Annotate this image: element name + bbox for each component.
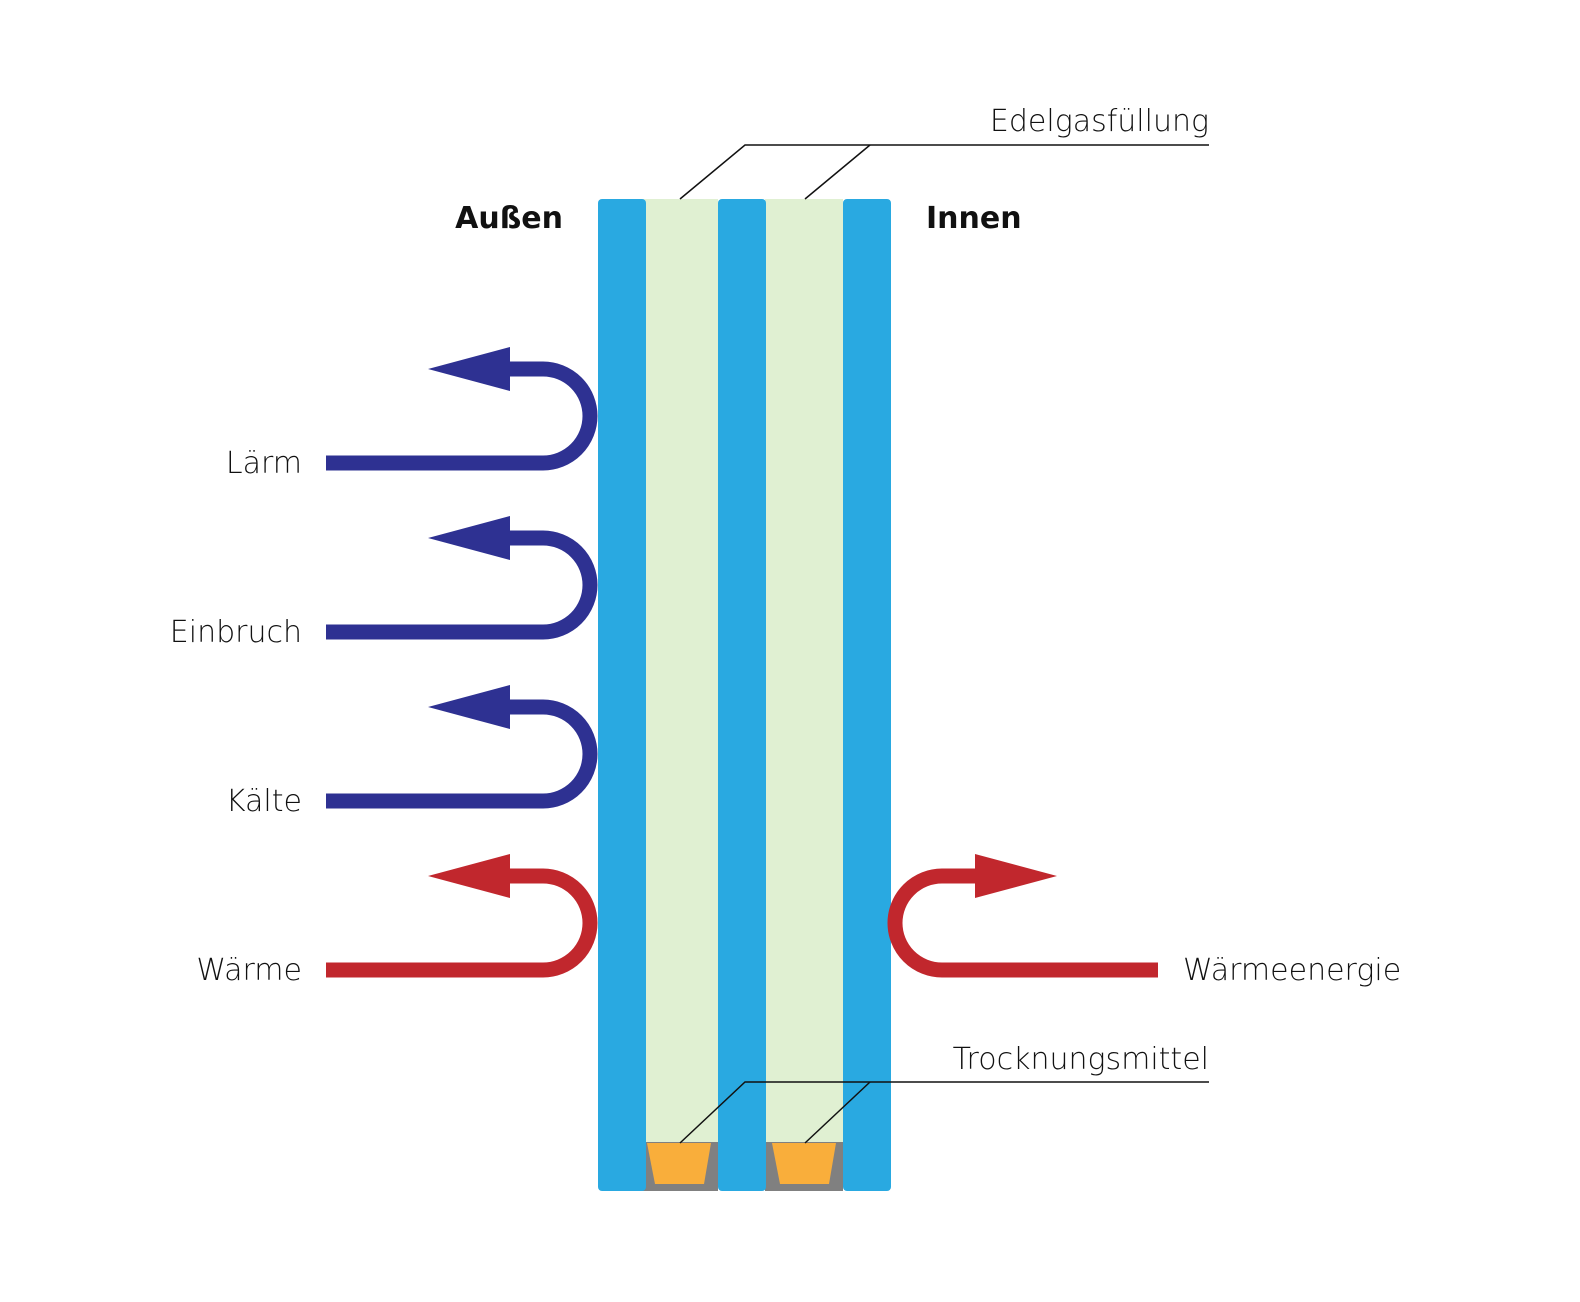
arrow-wärme: Wärme	[196, 854, 598, 988]
arrow-lärm: Lärm	[226, 347, 598, 481]
arrow-path	[887, 868, 1158, 978]
gas-leader-line	[679, 144, 1209, 200]
arrow-wärmeenergie: Wärmeenergie	[887, 854, 1401, 988]
arrowhead-icon	[428, 347, 510, 391]
arrow-kälte: Kälte	[226, 685, 598, 819]
arrow-einbruch: Einbruch	[170, 516, 598, 650]
arrowhead-icon	[428, 685, 510, 729]
arrowhead-icon	[428, 854, 510, 898]
arrow-path	[326, 530, 598, 640]
arrow-path	[326, 361, 598, 471]
gas-fill-label: Edelgasfüllung	[990, 104, 1209, 139]
desiccant-label: Trocknungsmittel	[953, 1042, 1209, 1077]
gas-chamber-2	[765, 199, 843, 1191]
arrow-path	[326, 868, 598, 978]
arrow-label: Wärme	[196, 953, 302, 988]
outside-label: Außen	[455, 201, 563, 236]
arrow-label: Einbruch	[170, 615, 302, 650]
arrow-label: Wärmeenergie	[1183, 953, 1401, 988]
arrow-label: Kälte	[226, 784, 302, 819]
inside-label: Innen	[926, 201, 1022, 236]
gas-chamber-1	[640, 199, 718, 1191]
arrow-label: Lärm	[226, 446, 302, 481]
desiccant-leader-line-2	[804, 1081, 871, 1144]
gas-leader-line-2	[804, 144, 871, 200]
desiccant-1	[647, 1143, 711, 1184]
desiccant-leader-line	[679, 1081, 1209, 1144]
desiccant-2	[772, 1143, 836, 1184]
glass-pane-middle	[718, 199, 766, 1191]
arrowhead-icon	[975, 854, 1057, 898]
arrow-path	[326, 699, 598, 809]
glass-pane-inner	[843, 199, 891, 1191]
glass-pane-outer	[598, 199, 646, 1191]
arrowhead-icon	[428, 516, 510, 560]
